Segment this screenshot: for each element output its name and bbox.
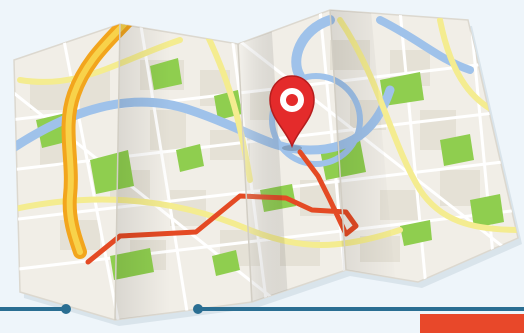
fold-shade-mid [238,10,290,320]
timeline-node-icon [193,304,203,314]
timeline-decoration [0,304,524,314]
fold-shade-right [330,10,400,320]
fold-creases [114,9,347,321]
timeline-node-icon [61,304,71,314]
map-pin-icon [269,75,315,151]
fold-shade-left [115,10,170,320]
route-line [85,149,359,265]
accent-block [420,314,524,333]
